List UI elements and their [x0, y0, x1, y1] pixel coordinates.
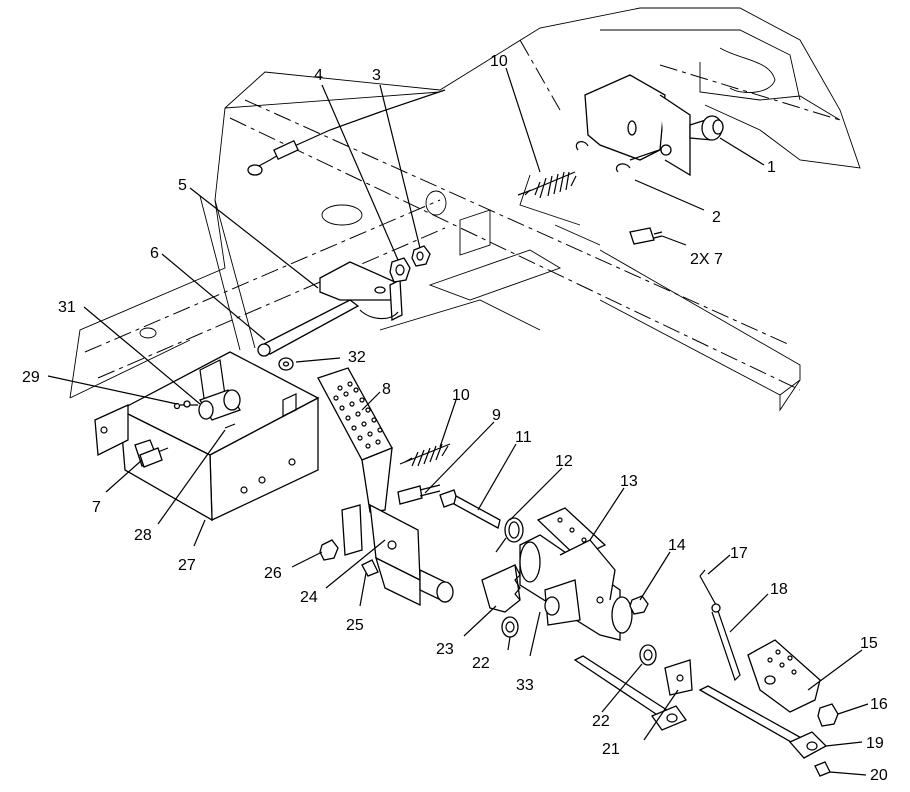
callout-10-lower: 10: [452, 387, 470, 404]
callout-5: 5: [178, 177, 187, 194]
callout-28: 28: [134, 527, 152, 544]
callout-1: 1: [767, 159, 776, 176]
washer-32: [278, 357, 294, 371]
callout-14: 14: [668, 537, 686, 554]
nut-16: [817, 703, 839, 727]
callout-25: 25: [346, 617, 364, 634]
pivot-bolt: [439, 489, 501, 529]
link-21: [664, 659, 693, 696]
callout-13: 13: [620, 473, 638, 490]
callout-19: 19: [866, 735, 884, 752]
callout-3: 3: [372, 67, 381, 84]
callout-2x7: 2X 7: [690, 251, 723, 268]
callout-11: 11: [515, 429, 532, 446]
callout-32: 32: [348, 349, 366, 366]
callout-21: 21: [602, 741, 620, 758]
brake-rod: [699, 569, 741, 682]
right-mount-bracket: [575, 74, 724, 177]
callout-31: 31: [58, 299, 76, 316]
callout-labels: 1 2 2X 7 3 4 5 6 7 8 9 10 10 11 12 13 14…: [22, 53, 888, 784]
callout-24: 24: [300, 589, 318, 606]
callout-8: 8: [382, 381, 391, 398]
nut-3: [411, 245, 431, 267]
callout-16: 16: [870, 696, 888, 713]
callout-22-left: 22: [472, 655, 490, 672]
callout-26: 26: [264, 565, 282, 582]
callout-29: 29: [22, 369, 40, 386]
callout-7: 7: [92, 499, 101, 516]
callout-4: 4: [314, 67, 323, 84]
rod-bracket: [747, 639, 821, 713]
nut-14: [629, 595, 649, 615]
interlock-switch: [173, 389, 241, 429]
switch-box: [94, 351, 320, 522]
callout-15: 15: [860, 635, 878, 652]
frame-outline: [69, 7, 861, 412]
bolt-upper: [629, 227, 663, 245]
callout-23: 23: [436, 641, 454, 658]
callout-6: 6: [150, 245, 159, 262]
ratchet-segment: [481, 564, 521, 613]
callout-27: 27: [178, 557, 196, 574]
grease-fitting: [361, 559, 379, 577]
callout-10-upper: 10: [490, 53, 508, 70]
spring-lower: [399, 443, 451, 467]
torsion-spring: [495, 517, 524, 553]
shaft-sleeve: [419, 568, 454, 604]
pivot-hub: [519, 534, 633, 641]
bolt-lower: [139, 447, 163, 468]
screw-20: [814, 761, 831, 777]
callout-2: 2: [712, 209, 721, 226]
callout-18: 18: [770, 581, 788, 598]
throttle-cable: [247, 89, 446, 176]
bushing-22a: [501, 616, 519, 638]
spring-upper: [517, 171, 577, 199]
callout-17: 17: [730, 545, 748, 562]
bushing-22b: [639, 644, 657, 666]
callout-12: 12: [555, 453, 573, 470]
brake-pedal: [317, 367, 421, 607]
callout-20: 20: [870, 767, 888, 784]
nut-4: [389, 257, 411, 283]
leader-lines: [47, 67, 869, 776]
callout-22-right: 22: [592, 713, 610, 730]
nut-26: [319, 539, 339, 561]
callout-9: 9: [492, 407, 501, 424]
lever-assembly: [257, 261, 403, 357]
bolt-9: [397, 484, 441, 505]
callout-33: 33: [516, 677, 534, 694]
